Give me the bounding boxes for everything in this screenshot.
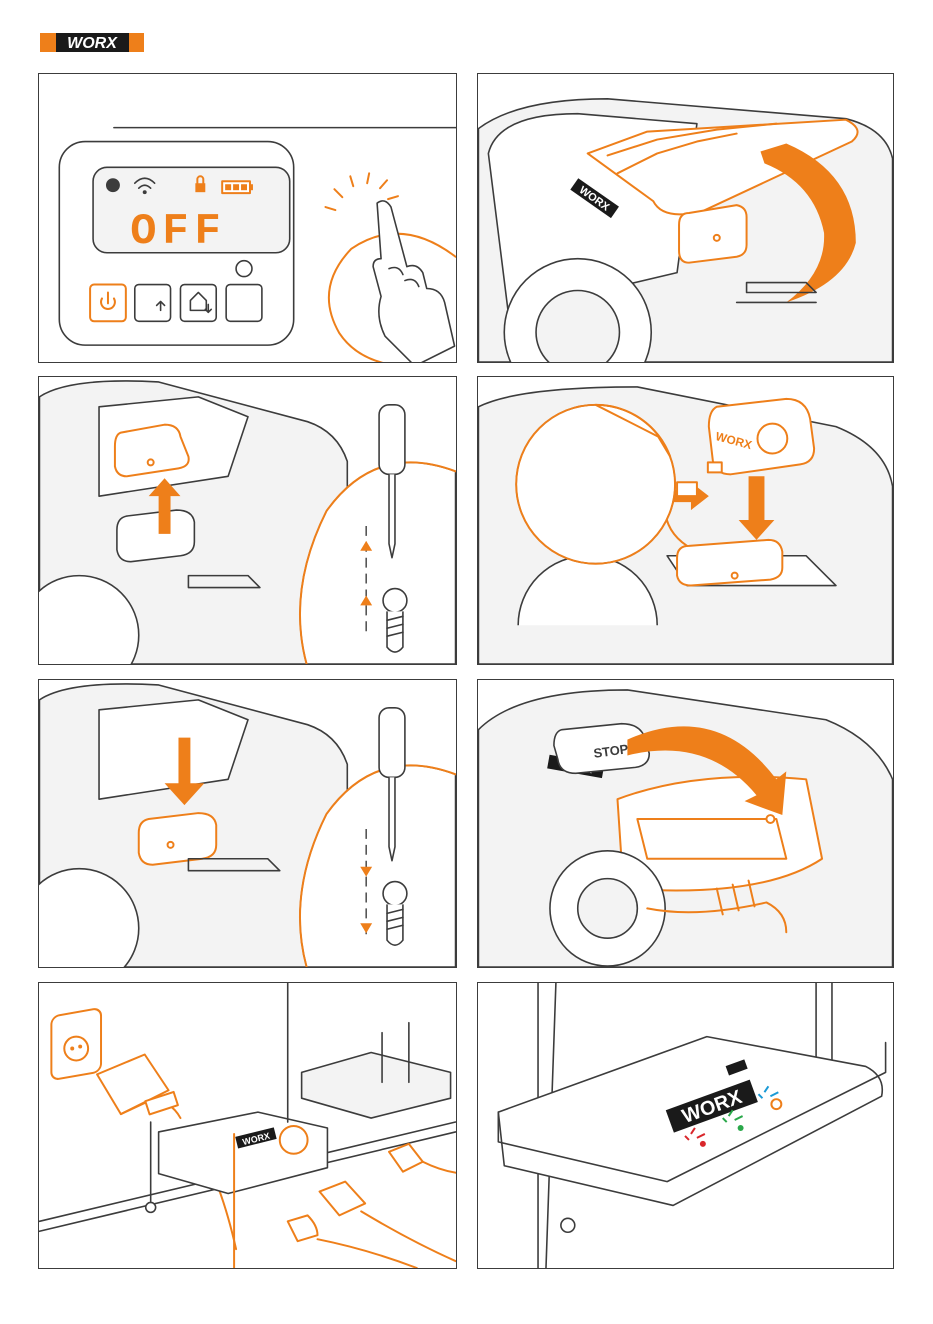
up-button	[135, 285, 171, 322]
panel-lift-cover: WORX	[477, 73, 894, 363]
panel-connect-power-network: WORX	[38, 982, 457, 1269]
panel-install-module: WORX	[477, 376, 894, 665]
panel-close-cover: WORX STOP	[477, 679, 894, 968]
panel-router-status: WORX	[477, 982, 894, 1269]
logo-text: WORX	[67, 35, 118, 52]
blank-button	[226, 285, 262, 322]
panel-control-display: OFF	[38, 73, 457, 363]
clock-icon	[106, 178, 120, 192]
status-text: OFF	[130, 208, 227, 257]
battery-icon	[222, 181, 253, 193]
panel-reattach-cover	[38, 679, 457, 968]
worx-logo: WORX	[40, 33, 144, 52]
panel-remove-module-cover	[38, 376, 457, 665]
home-button	[180, 285, 216, 322]
router-module-icon	[159, 1112, 328, 1193]
